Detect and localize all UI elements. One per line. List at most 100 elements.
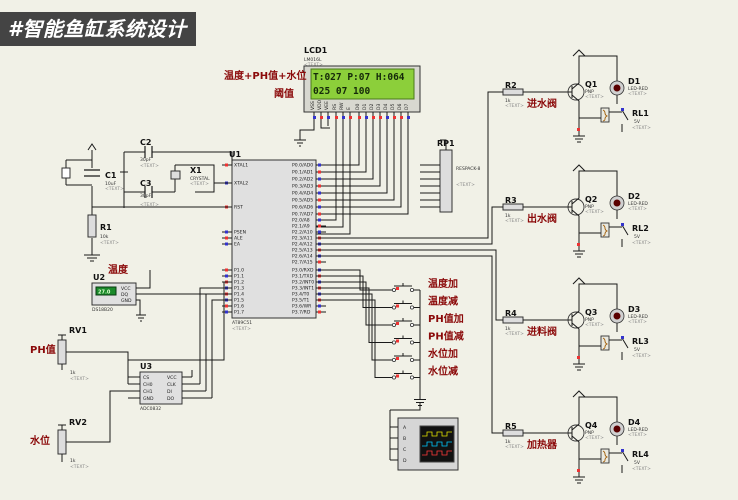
lcd-ground <box>294 139 306 147</box>
push-button[interactable]: 温度加 <box>316 269 458 292</box>
relay-driver-stages: R21k<TEXT>进水阀Q1PNP<TEXT>D1LED-RED<TEXT>R… <box>500 49 651 484</box>
push-button[interactable]: 水位加 <box>316 293 458 362</box>
svg-text:RW: RW <box>339 102 345 110</box>
u3-ref: U3 <box>140 362 152 371</box>
mcu-pin-label: P0.6/AD6 <box>292 205 313 211</box>
u3-pin-cs: CS <box>143 375 149 381</box>
u3-pin-clk: CLK <box>167 382 177 388</box>
transistor-placeholder: <TEXT> <box>585 209 604 215</box>
transistor-ref: Q2 <box>585 195 597 204</box>
relay-rating: 5V <box>634 460 641 466</box>
temp-reading: 27.0 <box>98 290 111 296</box>
lcd-model: LM016L <box>304 57 322 63</box>
mcu-pin-label: P0.7/AD7 <box>292 212 313 218</box>
reset-circuit: C1 10uF <TEXT> R1 10k <TEXT> <box>61 143 232 262</box>
driver-resistor-ref: R3 <box>505 196 517 205</box>
rv2-ref: RV2 <box>69 418 87 427</box>
driver-control-wires <box>316 91 500 434</box>
driver-stage: R31k<TEXT>出水阀Q2PNP<TEXT>D2LED-RED<TEXT>R… <box>500 164 651 258</box>
push-button[interactable]: 水位减 <box>316 299 458 380</box>
reset-button[interactable] <box>61 167 71 179</box>
button-label: 水位减 <box>427 365 458 378</box>
rv2-caption: 水位 <box>29 434 50 447</box>
button-label: PH值加 <box>428 312 464 325</box>
driver-resistor-value: 1k <box>505 326 511 332</box>
mcu-pin-label: P2.2/A10 <box>292 230 313 236</box>
c2-value: 30pF <box>140 157 152 163</box>
mcu-chip: U1 AT89C51 <TEXT> XTAL1XTAL2RSTPSENALEEA… <box>222 150 326 332</box>
oscillator-circuit: C2 30pF <TEXT> C3 30pF <TEXT> X1 CRYSTAL… <box>120 138 233 208</box>
u2-pin-vcc: VCC <box>121 286 131 292</box>
lcd-pin-markers <box>313 116 410 119</box>
driver-resistor-ref: R4 <box>505 309 517 318</box>
led-type: LED-RED <box>628 427 648 433</box>
driver-stage: R41k<TEXT>进料阀Q3PNP<TEXT>D3LED-RED<TEXT>R… <box>500 277 651 371</box>
svg-text:VEE: VEE <box>324 101 330 110</box>
led-placeholder: <TEXT> <box>628 319 647 325</box>
rv1-caption: PH值 <box>30 343 56 356</box>
resistor-pack: RP1 RESPACK-8 <TEXT> <box>420 139 480 213</box>
x1-ref: X1 <box>190 166 202 175</box>
lcd-display: LCD1 LM016L <TEXT> T:027 P:07 H:064 025 … <box>224 46 421 122</box>
mcu-pin-label: ALE <box>234 236 243 242</box>
led-placeholder: <TEXT> <box>628 91 647 97</box>
mcu-pin-label: P3.1/TXD <box>292 274 314 280</box>
svg-text:E: E <box>346 107 352 110</box>
c1-value: 10uF <box>105 181 117 187</box>
oscilloscope[interactable]: A B C D <box>389 402 459 471</box>
u3-model: ADC0832 <box>140 406 161 412</box>
led-ref: D1 <box>628 77 641 86</box>
c1-ref: C1 <box>105 171 117 180</box>
lcd-row-2: 025 07 100 <box>313 86 370 97</box>
relay-ref: RL2 <box>632 224 649 233</box>
c1-text-placeholder: <TEXT> <box>105 186 124 192</box>
mcu-pin-label: P1.7 <box>234 310 244 316</box>
driver-resistor-ref: R2 <box>505 81 517 90</box>
push-button[interactable]: 温度减 <box>316 275 458 310</box>
driver-resistor-value: 1k <box>505 439 511 445</box>
transistor-type: PNP <box>585 317 594 323</box>
mcu-pin-label: P2.5/A13 <box>292 248 313 254</box>
mcu-pin-label: P3.4/T0 <box>292 292 309 298</box>
svg-text:D4: D4 <box>383 103 389 110</box>
r1-ref: R1 <box>100 223 112 232</box>
x1-text-placeholder: <TEXT> <box>190 181 209 187</box>
relay-ref: RL1 <box>632 109 649 118</box>
mcu-pin-label: EA <box>234 242 241 248</box>
transistor-type: PNP <box>585 89 594 95</box>
rv1-ref: RV1 <box>69 326 87 335</box>
mcu-pin-label: P1.0 <box>234 268 244 274</box>
mcu-pin-label: P1.6 <box>234 304 244 310</box>
mcu-pin-label: P1.2 <box>234 280 244 286</box>
relay-rating: 5V <box>634 119 641 125</box>
mcu-pin-label: P0.4/AD4 <box>292 191 313 197</box>
mcu-pin-label: P2.0/A8 <box>292 218 310 224</box>
led-type: LED-RED <box>628 86 648 92</box>
mcu-pin-label: P1.3 <box>234 286 244 292</box>
mcu-pin-label: P0.3/AD3 <box>292 184 313 190</box>
mcu-pin-label: P0.0/AD0 <box>292 163 313 169</box>
push-button[interactable]: PH值加 <box>316 281 464 327</box>
mcu-text-placeholder: <TEXT> <box>232 326 251 332</box>
scope-channel-a: A <box>403 425 407 431</box>
relay-placeholder: <TEXT> <box>632 466 651 472</box>
potentiometer-level: RV2 水位 1k <TEXT> <box>29 390 128 470</box>
svg-text:D0: D0 <box>355 103 361 110</box>
mcu-pin-label: P3.2/INT0 <box>292 280 314 286</box>
mcu-pin-label: XTAL1 <box>234 163 248 169</box>
led-ref: D2 <box>628 192 640 201</box>
push-button[interactable]: PH值减 <box>316 287 464 345</box>
mcu-pin-label: XTAL2 <box>234 181 248 187</box>
transistor-type: PNP <box>585 204 594 210</box>
led-type: LED-RED <box>628 314 648 320</box>
mcu-pin-label: P0.2/AD2 <box>292 177 313 183</box>
button-label: 水位加 <box>427 347 458 360</box>
rv1-value: 1k <box>70 370 76 376</box>
transistor-placeholder: <TEXT> <box>585 94 604 100</box>
mcu-pin-label: PSEN <box>234 230 246 236</box>
scope-channel-d: D <box>403 458 407 464</box>
svg-text:D5: D5 <box>390 103 396 110</box>
u3-pin-gnd: GND <box>143 396 154 402</box>
